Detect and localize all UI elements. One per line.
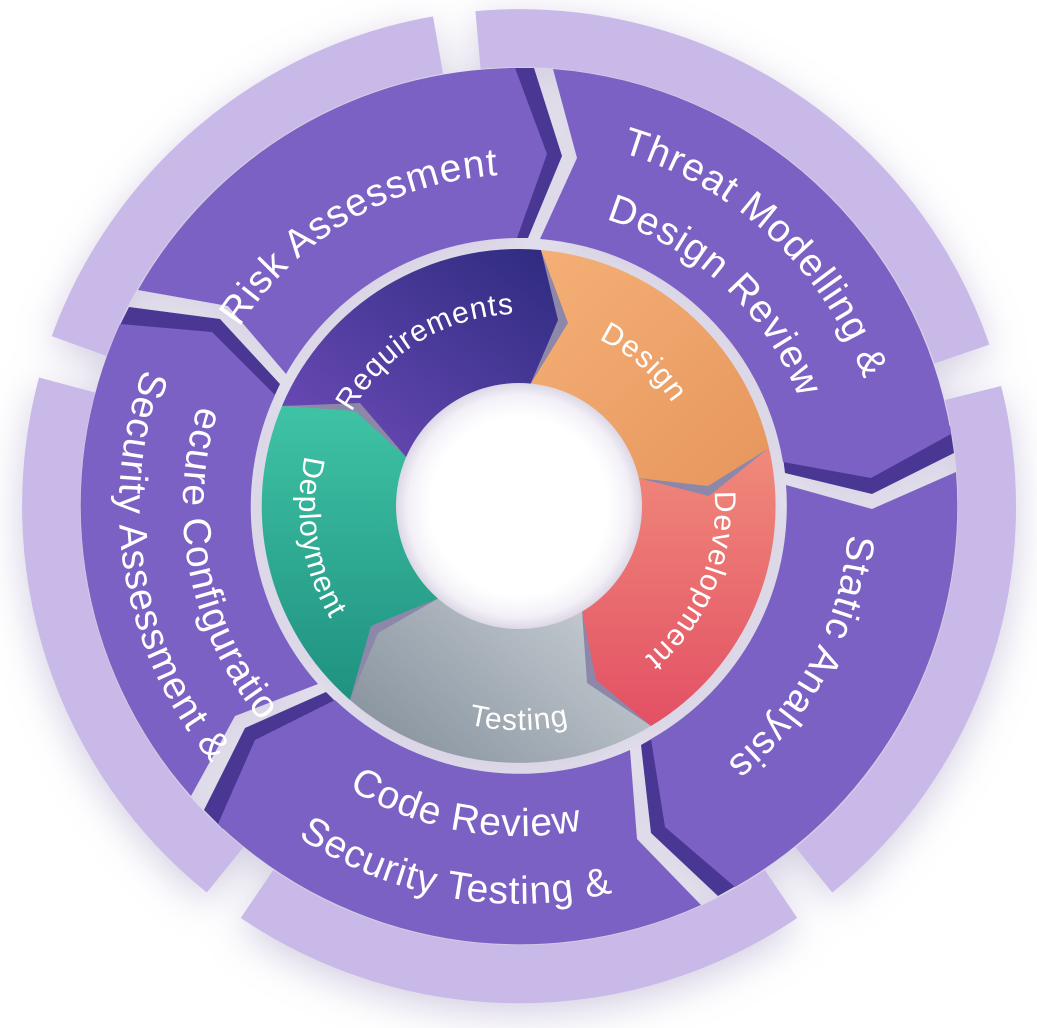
outer-segment-threat-modelling — [540, 69, 951, 478]
halo-arc-bottom — [240, 869, 798, 1004]
outer-ring — [80, 68, 958, 945]
halo-arc-left — [22, 377, 244, 893]
gap-chevron-top — [508, 68, 562, 238]
segment-testing — [350, 598, 651, 763]
outer-segment-security-assessment — [80, 324, 319, 796]
segment-deployment — [261, 406, 439, 700]
halo-arc-top — [475, 9, 990, 364]
halo-ring — [22, 9, 1016, 1004]
outer-segment-static-analysis — [651, 472, 958, 887]
label-testing: Testing — [467, 699, 571, 737]
halo-arc-top-left — [51, 16, 444, 356]
outer-segment-risk-assessment — [138, 68, 547, 374]
segment-development — [582, 448, 776, 726]
segment-requirements — [282, 249, 558, 458]
outer-segment-security-testing — [218, 700, 701, 945]
center-hole — [396, 383, 642, 629]
gap-chevron-right — [783, 426, 954, 494]
inner-ring — [261, 249, 776, 763]
segment-design — [530, 250, 769, 486]
halo-arc-right — [795, 385, 1016, 893]
